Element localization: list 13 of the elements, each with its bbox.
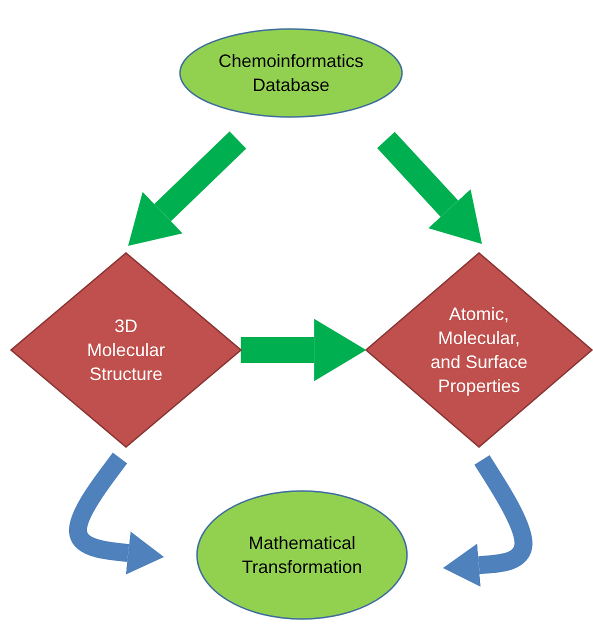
node-label: Atomic, Molecular, and Surface Properties [429, 303, 529, 398]
node-label: Chemoinformatics Database [217, 50, 365, 97]
block-arrow [128, 131, 246, 246]
curved-arrow [442, 455, 532, 587]
diamond-node [10, 252, 242, 448]
block-arrow [240, 318, 366, 382]
curved-arrow [69, 452, 164, 574]
node-label: Mathematical Transformation [240, 532, 364, 579]
ellipse-node [179, 28, 403, 118]
ellipse-node [196, 490, 408, 620]
node-label: 3D Molecular Structure [86, 315, 166, 386]
block-arrow [377, 132, 482, 244]
diamond-node [365, 252, 593, 448]
